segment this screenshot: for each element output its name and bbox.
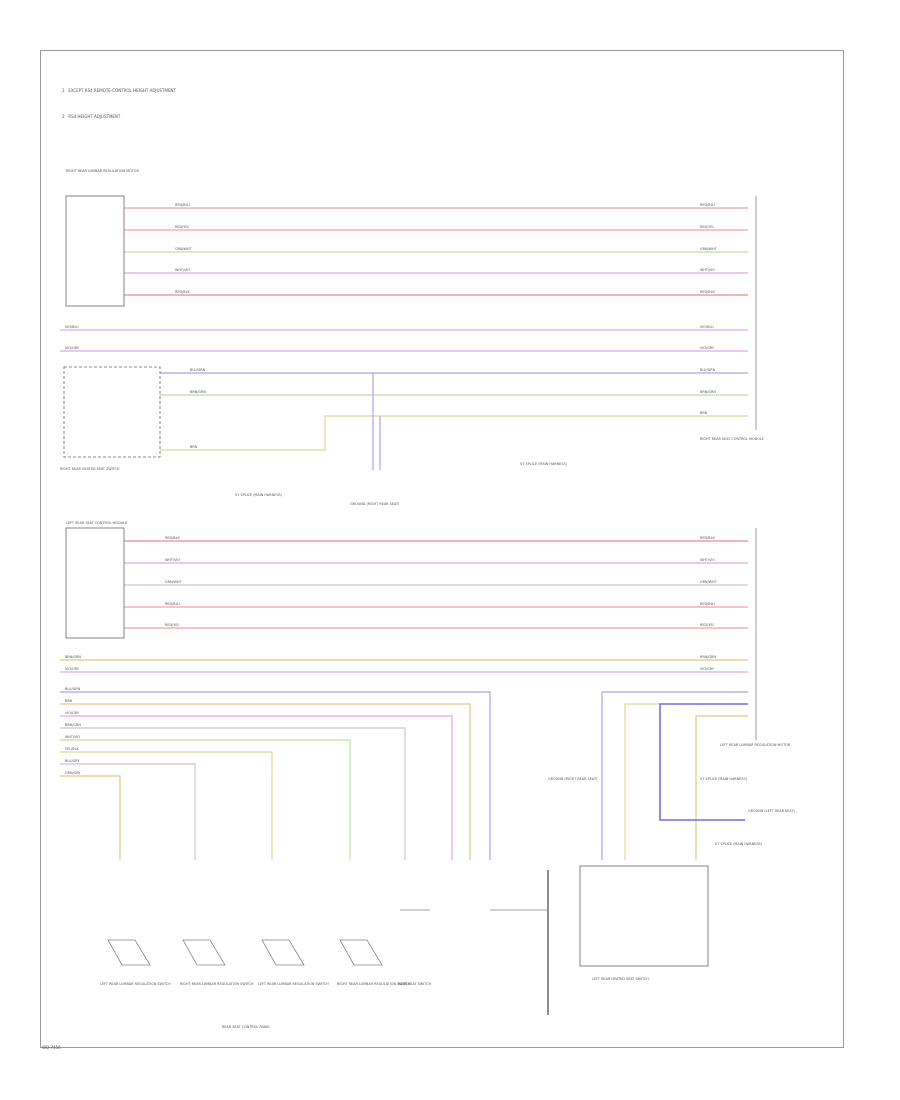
svg-text:RED/BLU: RED/BLU — [165, 602, 180, 606]
note-2: 2 RS4 HEIGHT ADJUSTMENT — [62, 114, 121, 119]
label-switch-4: RIGHT REAR LUMBAR REGULATION SWITCH — [337, 982, 411, 986]
svg-text:VIO/GRY: VIO/GRY — [65, 346, 80, 350]
svg-text:VIO/GRY: VIO/GRY — [65, 711, 80, 715]
label-switch-1: LEFT REAR LUMBAR REGULATION SWITCH — [100, 982, 171, 986]
svg-text:RED/BLU: RED/BLU — [175, 203, 190, 207]
left-rear-heated-seat-box — [579, 865, 709, 967]
svg-text:RED/YEL: RED/YEL — [700, 623, 714, 627]
label-right-rear-module: RIGHT REAR SEAT CONTROL MODULE — [700, 437, 764, 441]
label-splice-4: V7 SPLICE (MAIN HARNESS) — [715, 842, 763, 846]
svg-text:BRN: BRN — [190, 445, 198, 449]
svg-text:BRN/GRN: BRN/GRN — [65, 723, 81, 727]
label-switch-2: RIGHT REAR LUMBAR REGULATION SWITCH — [180, 982, 254, 986]
svg-text:RED/YEL: RED/YEL — [700, 225, 714, 229]
wire-mid-5 — [160, 415, 748, 451]
svg-text:WHT/VIO: WHT/VIO — [165, 558, 180, 562]
svg-text:YEL/BLK: YEL/BLK — [65, 747, 79, 751]
svg-text:RED/BLK: RED/BLK — [700, 536, 715, 540]
svg-text:VIO/GRY: VIO/GRY — [65, 667, 80, 671]
svg-text:RED/YEL: RED/YEL — [165, 623, 179, 627]
diagram-frame — [40, 50, 844, 1048]
label-left-rear-lumbar: LEFT REAR LUMBAR REGULATION MOTOR — [720, 743, 791, 747]
svg-text:VIO/BLU: VIO/BLU — [65, 325, 79, 329]
right-rear-lumbar-box — [65, 195, 125, 307]
label-switch-3: LEFT REAR LUMBAR REGULATION SWITCH — [258, 982, 329, 986]
svg-text:WHT/VIO: WHT/VIO — [700, 558, 715, 562]
label-left-rear-heated-seat: LEFT REAR HEATED SEAT SWITCH — [592, 977, 649, 981]
label-splice-2: V7 SPLICE (MAIN HARNESS) — [520, 462, 568, 466]
label-ground-1: GROUND (RIGHT REAR SEAT) — [350, 502, 400, 506]
svg-text:RED/BLU: RED/BLU — [700, 602, 715, 606]
svg-text:RED/BLK: RED/BLK — [165, 536, 180, 540]
svg-text:VIO/GRY: VIO/GRY — [700, 346, 715, 350]
svg-text:RED/BLK: RED/BLK — [700, 290, 715, 294]
page-code: WD-7456 — [42, 1045, 61, 1050]
svg-text:GRN/GRY: GRN/GRY — [65, 771, 81, 775]
svg-text:BLU/GRY: BLU/GRY — [65, 759, 80, 763]
left-rear-lumbar-box — [65, 527, 125, 639]
svg-text:GRN/WHT: GRN/WHT — [165, 580, 183, 584]
label-ground-2: GROUND (RIGHT REAR SEAT) — [548, 777, 598, 781]
svg-text:RED/BLK: RED/BLK — [175, 290, 190, 294]
label-right-rear-heated-seat: RIGHT REAR HEATED SEAT SWITCH — [60, 467, 120, 471]
svg-text:BRN/GRN: BRN/GRN — [190, 390, 206, 394]
label-splice-1: V7 SPLICE (MAIN HARNESS) — [235, 493, 283, 497]
svg-text:BLU/GRN: BLU/GRN — [190, 368, 206, 372]
svg-text:BRN: BRN — [65, 699, 73, 703]
label-switch-5: REAR SEAT SWITCH — [398, 982, 431, 986]
svg-text:BRN/GRN: BRN/GRN — [65, 655, 81, 659]
svg-text:GRN/WHT: GRN/WHT — [700, 580, 718, 584]
svg-text:BRN/GRN: BRN/GRN — [700, 655, 716, 659]
svg-text:GRN/WHT: GRN/WHT — [175, 247, 193, 251]
right-rear-heated-seat-box — [63, 366, 161, 458]
note-1: 1 EXCEPT RS4 REMOTE-CONTROL HEIGHT ADJUS… — [62, 88, 176, 93]
svg-text:BRN: BRN — [700, 411, 708, 415]
svg-text:VIO/GRY: VIO/GRY — [700, 667, 715, 671]
svg-text:RED/YEL: RED/YEL — [175, 225, 189, 229]
svg-text:RED/BLU: RED/BLU — [700, 203, 715, 207]
svg-text:GRN/WHT: GRN/WHT — [700, 247, 718, 251]
svg-text:VIO/BLU: VIO/BLU — [700, 325, 714, 329]
svg-text:BLU/GRN: BLU/GRN — [700, 368, 716, 372]
label-panel: REAR SEAT CONTROL PANEL — [222, 1025, 270, 1029]
svg-text:WHT/VIO: WHT/VIO — [65, 735, 80, 739]
label-ground-3: GROUND (LEFT REAR SEAT) — [748, 809, 795, 813]
label-left-rear-module: LEFT REAR SEAT CONTROL MODULE — [66, 521, 127, 525]
svg-text:WHT/VIO: WHT/VIO — [700, 268, 715, 272]
svg-text:BRN/GRN: BRN/GRN — [700, 390, 716, 394]
svg-text:WHT/VIO: WHT/VIO — [175, 268, 190, 272]
label-right-rear-lumbar: RIGHT REAR LUMBAR REGULATION MOTOR — [66, 169, 139, 173]
label-splice-3: V7 SPLICE (MAIN HARNESS) — [700, 777, 748, 781]
svg-text:BLU/GRN: BLU/GRN — [65, 687, 81, 691]
